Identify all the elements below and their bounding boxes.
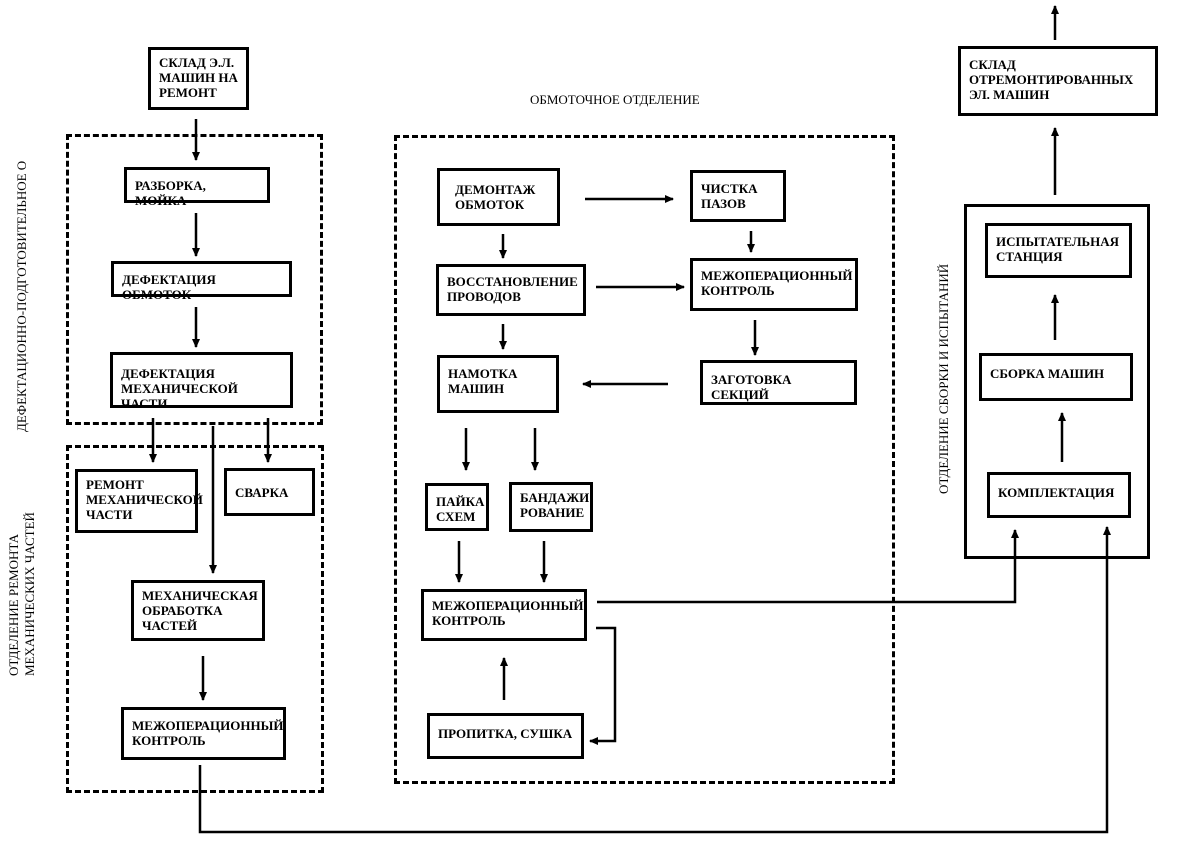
box-dismantle-windings: ДЕМОНТАЖ ОБМОТОК [437,168,560,226]
region-winding [394,135,895,784]
box-defect-mech: ДЕФЕКТАЦИЯ МЕХАНИЧЕСКОЙ ЧАСТИ [110,352,293,411]
section-label-winding: ОБМОТОЧНОЕ ОТДЕЛЕНИЕ [530,92,700,107]
line-control-to-kitting [198,526,1111,834]
box-interop-control-w1: МЕЖОПЕРАЦИОННЫЙ КОНТРОЛЬ [690,258,858,311]
box-restore-wires: ВОССТАНОВЛЕНИЕ ПРОВОДОВ [436,264,586,316]
box-machine-assembly: СБОРКА МАШИН [979,353,1133,401]
region-mech-repair [66,445,324,793]
box-clean-slots: ЧИСТКА ПАЗОВ [690,170,786,222]
box-warehouse-out: СКЛАД ОТРЕМОНТИРОВАННЫХ ЭЛ. МАШИН [958,46,1158,116]
box-winding-machines: НАМОТКА МАШИН [437,355,559,413]
box-disassembly: РАЗБОРКА, МОЙКА [124,167,270,208]
arrow-control-to-impregnation [589,626,617,745]
line-control-to-kitting-left [597,529,1019,604]
box-interop-control-mech: МЕЖОПЕРАЦИОННЫЙ КОНТРОЛЬ [121,707,286,760]
box-impregnation-drying: ПРОПИТКА, СУШКА [427,713,584,759]
box-repair-mech: РЕМОНТ МЕХАНИЧЕСКОЙ ЧАСТИ [75,469,203,533]
box-machining: МЕХАНИЧЕСКАЯ ОБРАБОТКА ЧАСТЕЙ [131,580,265,641]
box-interop-control-w2: МЕЖОПЕРАЦИОННЫЙ КОНТРОЛЬ [421,589,587,641]
box-welding: СВАРКА [224,468,315,516]
region-assembly-test [964,204,1150,559]
region-defect-prep [66,134,323,425]
box-banding: БАНДАЖИ РОВАНИЕ [509,482,593,532]
box-kitting: КОМПЛЕКТАЦИЯ [987,472,1131,518]
box-test-station: ИСПЫТАТЕЛЬНАЯ СТАНЦИЯ [985,223,1132,278]
box-solder-circuits: ПАЙКА СХЕМ [425,483,489,531]
box-defect-windings: ДЕФЕКТАЦИЯ ОБМОТОК [111,261,292,302]
box-warehouse-in: СКЛАД Э.Л. МАШИН НА РЕМОНТ [148,47,249,110]
box-section-prep: ЗАГОТОВКА СЕКЦИЙ [700,360,857,405]
